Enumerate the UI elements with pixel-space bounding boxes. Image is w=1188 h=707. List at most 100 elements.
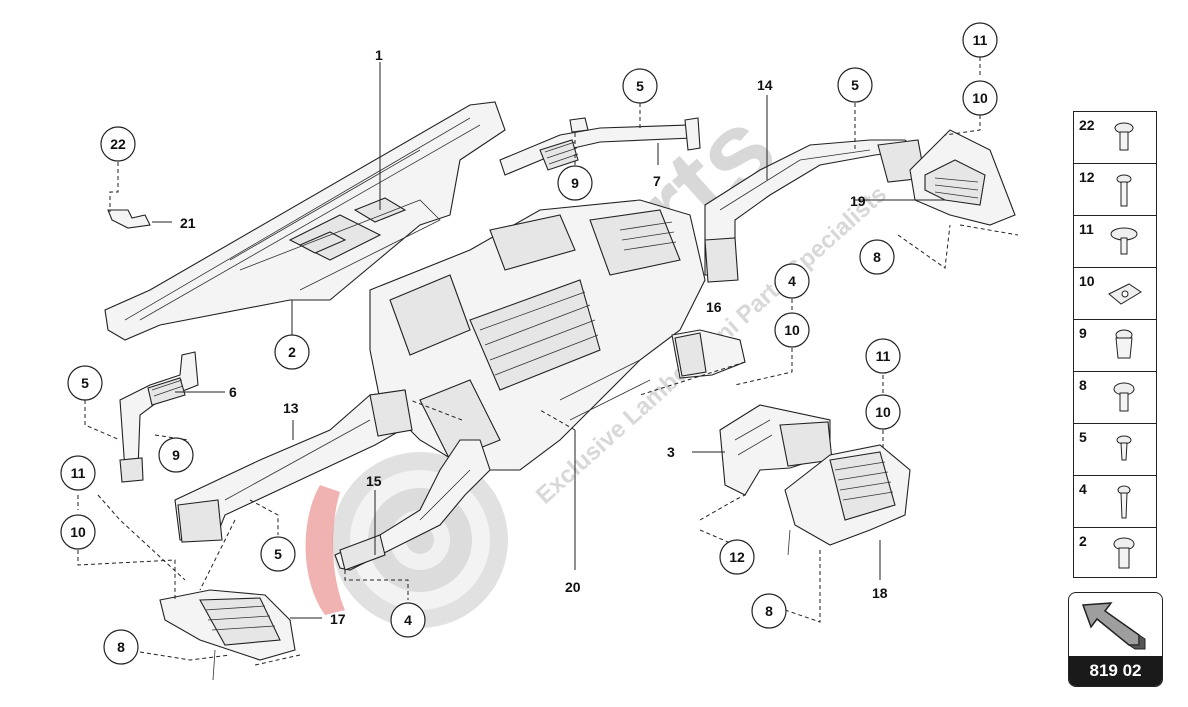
callout-12: 12: [719, 539, 755, 575]
part-16-small-duct: [671, 329, 746, 379]
part-20-hvac-unit: [369, 199, 706, 471]
watermark-red-mark: [305, 485, 345, 615]
callout-2: 2: [274, 334, 310, 370]
svg-text:8: 8: [873, 249, 881, 265]
label-19: 19: [850, 193, 866, 209]
callout-22: 22: [100, 126, 136, 162]
diagram-code: 819 02: [1069, 656, 1162, 686]
label-17: 17: [330, 611, 346, 627]
callout-5-left: 5: [67, 365, 103, 401]
callout-5-bottom: 5: [260, 536, 296, 572]
svg-text:8: 8: [117, 639, 125, 655]
part-13-long-duct: [174, 389, 413, 543]
callout-11-right: 11: [865, 338, 901, 374]
legend-item-12: 12: [1074, 164, 1156, 216]
callout-10-topright: 10: [962, 80, 998, 116]
svg-text:12: 12: [729, 549, 745, 565]
svg-text:2: 2: [288, 344, 296, 360]
part-17-left-vent: [159, 589, 296, 681]
svg-text:5: 5: [851, 77, 859, 93]
svg-text:5: 5: [636, 78, 644, 94]
svg-text:4: 4: [788, 273, 796, 289]
label-1: 1: [375, 47, 383, 63]
legend-item-9: 9: [1074, 320, 1156, 372]
part-19-right-vent: [909, 129, 1016, 226]
legend-number: 4: [1079, 481, 1087, 497]
callout-11-topright: 11: [962, 22, 998, 58]
legend-item-22: 22: [1074, 112, 1156, 164]
label-6: 6: [229, 384, 237, 400]
svg-text:10: 10: [972, 90, 988, 106]
label-18: 18: [872, 585, 888, 601]
circled-callouts: 22 2 5 9 5 11 10 8 4 10 5 9 11 10 5 4 8 …: [60, 22, 998, 665]
round-screw-icon: [1113, 382, 1135, 412]
svg-text:11: 11: [71, 465, 86, 481]
label-13: 13: [283, 400, 299, 416]
callout-10-left: 10: [60, 514, 96, 550]
legend-item-8: 8: [1074, 372, 1156, 424]
bolt-icon: [1116, 174, 1132, 207]
svg-text:11: 11: [973, 32, 988, 48]
diagram-code-badge: 819 02: [1068, 592, 1163, 687]
legend-item-2: 2: [1074, 528, 1156, 579]
long-screw-icon: [1117, 485, 1131, 519]
svg-text:11: 11: [876, 348, 891, 364]
callout-8-bottom: 8: [751, 593, 787, 629]
small-screw-icon: [1116, 435, 1132, 461]
callout-10-center: 10: [774, 312, 810, 348]
callout-4-right: 4: [774, 263, 810, 299]
label-21: 21: [180, 215, 196, 231]
screw-icon: [1114, 122, 1134, 151]
part-6-left-duct: [119, 351, 199, 483]
callout-9-top: 9: [557, 165, 593, 201]
part-21-bracket: [107, 209, 151, 229]
flange-screw-icon: [1110, 227, 1138, 255]
legend-number: 5: [1079, 429, 1087, 445]
part-15-console-duct: [334, 439, 491, 571]
part-7-upper-duct: [499, 117, 701, 176]
part-number-labels: 1 21 7 14 19 16 6 13 15 3 17 20 18: [180, 47, 888, 627]
svg-text:10: 10: [70, 524, 86, 540]
svg-text:10: 10: [784, 322, 800, 338]
svg-text:10: 10: [875, 404, 891, 420]
label-14: 14: [757, 77, 773, 93]
callout-4-bottom: 4: [390, 602, 426, 638]
callout-11-left: 11: [60, 455, 96, 491]
svg-text:9: 9: [571, 175, 579, 191]
svg-text:8: 8: [765, 603, 773, 619]
label-15: 15: [366, 473, 382, 489]
legend-item-10: 10: [1074, 268, 1156, 320]
label-16: 16: [706, 299, 722, 315]
part-3-center-duct: [719, 404, 833, 496]
callout-5-top: 5: [622, 68, 658, 104]
legend-number: 2: [1079, 533, 1087, 549]
legend-number: 11: [1079, 221, 1094, 237]
label-20: 20: [565, 579, 581, 595]
legend-item-4: 4: [1074, 476, 1156, 528]
arrow-icon: [1081, 602, 1146, 650]
callout-8-left: 8: [103, 629, 139, 665]
svg-text:4: 4: [404, 612, 412, 628]
legend-item-5: 5: [1074, 424, 1156, 476]
legend-number: 22: [1079, 117, 1095, 133]
part-18-right-vent: [784, 444, 911, 556]
plug-icon: [1115, 329, 1133, 359]
legend-number: 9: [1079, 325, 1087, 341]
callout-8-right: 8: [859, 239, 895, 275]
svg-text:5: 5: [81, 375, 89, 391]
legend-number: 8: [1079, 377, 1087, 393]
callout-9-left: 9: [158, 437, 194, 473]
legend-number: 12: [1079, 169, 1095, 185]
label-3: 3: [667, 444, 675, 460]
callout-5-right: 5: [837, 67, 873, 103]
svg-text:22: 22: [110, 136, 126, 152]
label-7: 7: [653, 173, 661, 189]
leader-lines: [152, 62, 945, 619]
legend-number: 10: [1079, 273, 1095, 289]
svg-text:5: 5: [274, 546, 282, 562]
legend-item-11: 11: [1074, 216, 1156, 268]
hex-screw-icon: [1113, 537, 1135, 569]
callout-10-right: 10: [865, 394, 901, 430]
svg-text:9: 9: [172, 447, 180, 463]
